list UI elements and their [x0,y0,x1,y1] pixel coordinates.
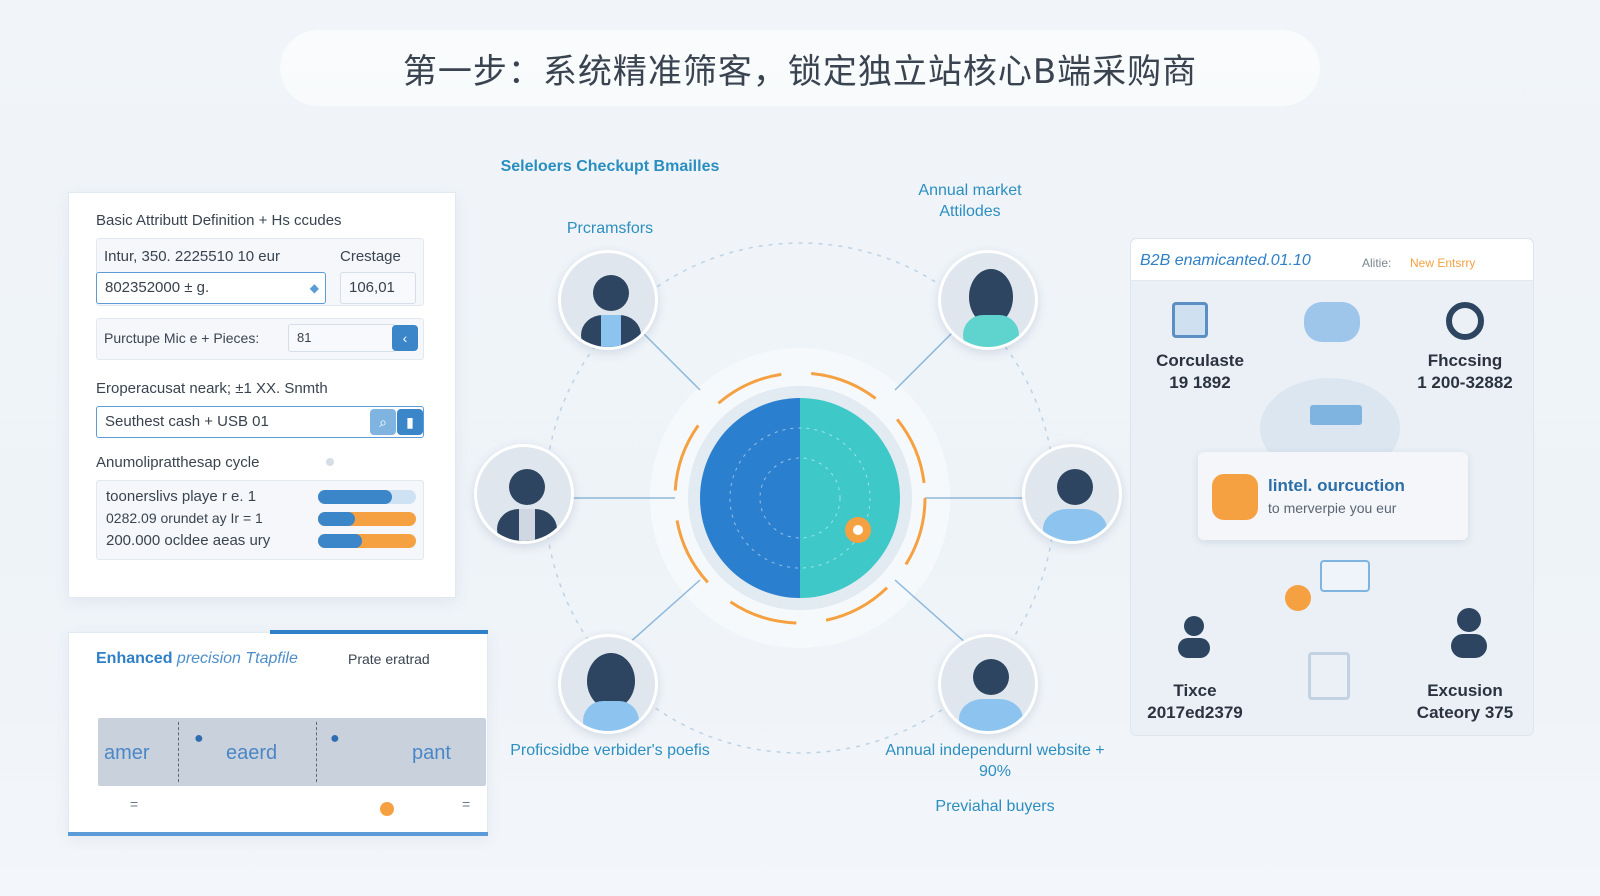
cycle-row-2-fill [318,512,356,526]
b2b-item-2-name: Fhccsing [1427,351,1503,370]
b2b-item-3-name: Tixce [1173,681,1217,700]
gear-icon [1446,302,1484,340]
cycle-row-3-fill [318,534,363,548]
lightbulb-icon [1212,474,1258,520]
section2-value: Seuthest cash + USB 01 [105,413,269,430]
enhanced-table-row [98,718,486,786]
b2b-item-2-value: 1 200-32882 [1417,373,1513,392]
cycle-row-3-label: 200.000 ocldee aeas ury [106,532,271,549]
person-icon [1174,614,1214,658]
cycle-row-2-label: 0282.09 orundet ay Ir = 1 [106,510,263,526]
divider [178,722,179,782]
search-icon[interactable]: ⌕ [370,409,396,435]
enhanced-cell-1: amer [104,742,150,764]
section2-label: Eroperacusat neark; ±1 XX. Snmth [96,380,328,397]
dot-icon [326,458,334,466]
globe-orbit [759,457,841,539]
section2-input[interactable]: Seuthest cash + USB 01 [96,406,424,438]
server-icon [1310,405,1362,425]
equals-icon: = [462,796,471,812]
buyer-avatar[interactable] [558,250,658,350]
enhanced-subtitle: precision Ttapfile [176,650,298,667]
cycle-row-1-track [318,490,416,504]
field1-value: 802352000 ± g. [105,279,210,296]
b2b-item-1-value: 19 1892 [1169,373,1231,392]
document-icon [1172,302,1208,338]
equals-icon: = [130,796,139,812]
enhanced-heading: Enhanced precision Ttapfile [96,650,298,668]
enhanced-cell-2: eaerd [226,742,278,764]
form-heading: Basic Attributt Definition + Hs ccudes [96,212,342,229]
enhanced-title: Enhanced [96,650,173,667]
purchase-input[interactable]: 81 [288,324,396,352]
label-bottom-left: Proficsidbe verbider's poefis [510,742,710,759]
monitor-icon [1308,652,1350,700]
buyer-avatar[interactable] [938,250,1038,350]
enhanced-bottom-accent [68,832,488,836]
field1-label: Intur, 350. 2225510 10 eur [104,248,280,265]
globe-orbit [729,427,871,569]
enhanced-cell-3: pant [412,742,451,764]
label-top-left: Seleloers Checkupt Bmailles [500,158,720,175]
field1-input[interactable]: 802352000 ± g. ◆ [96,272,326,304]
enhanced-top-accent [270,630,488,634]
label-top-left-sub: Prcramsfors [566,220,654,237]
b2b-item-1-name: Corculaste [1156,351,1244,370]
cycle-row-1-label: toonerslivs playe r e. 1 [106,488,257,505]
cycle-row-1-fill [318,490,392,504]
buyer-avatar[interactable] [938,634,1038,734]
enhanced-tag: Prate eratrad [348,651,430,667]
orange-ring [673,371,927,625]
target-center [853,525,863,535]
robot-icon [1304,302,1360,342]
label-bottom-right: Annual independurnl website + 90% [885,742,1105,780]
cycle-row-2-track [318,512,416,526]
user-icon: ● [330,730,340,747]
globe-right-half [800,398,900,598]
spinner-icon[interactable]: ◆ [309,281,319,295]
divider [316,722,317,782]
dot-icon [380,802,394,816]
b2b-tag-1: Alitie: [1362,256,1392,270]
b2b-item-3-value: 2017ed2379 [1147,703,1243,722]
network-diagram [530,242,1070,754]
globe-left-half [700,398,800,598]
purchase-label: Purctupe Mic e + Pieces: [104,330,260,346]
field1-input2[interactable]: 106,01 [340,272,416,304]
alert-title: lintel. ourcuction [1268,476,1405,495]
purchase-value: 81 [297,330,312,345]
buyer-avatar[interactable] [1022,444,1122,544]
message-icon [1320,560,1370,592]
title-band [280,30,1320,106]
cycle-row-3-track [318,534,416,548]
buyer-avatar[interactable] [558,634,658,734]
chevron-left-icon[interactable]: ‹ [392,325,418,351]
field1-value2: 106,01 [349,279,395,296]
person-icon [1448,606,1490,658]
buyer-avatar[interactable] [474,444,574,544]
section3-label: Anumolipratthesap cycle [96,454,260,471]
location-pin-icon [1285,585,1311,611]
field1-label2: Crestage [340,248,401,265]
user-icon: ● [194,730,204,747]
alert-subtitle: to merverpie you eur [1268,500,1397,516]
label-bottom-right-sub: Previahal buyers [935,798,1055,815]
page-title: 第一步：系统精准筛客，锁定独立站核心B端采购商 [402,52,1198,92]
b2b-tag-2: New Entsrry [1410,256,1476,270]
b2b-item-4-name: Excusion [1427,681,1503,700]
label-top-right: Annual market Attilodes [918,182,1022,220]
b2b-panel-header [1131,239,1533,281]
b2b-item-4-value: Cateory 375 [1416,703,1514,722]
calendar-icon[interactable]: ▮ [397,409,423,435]
b2b-panel-title: B2B enamicanted.01.10 [1140,252,1311,269]
